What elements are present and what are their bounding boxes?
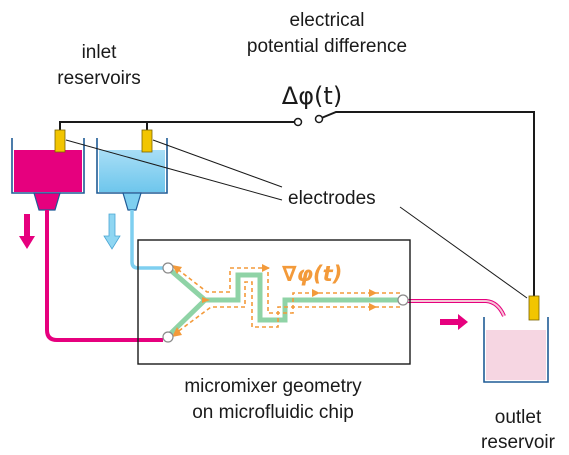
arrowhead-top-turn xyxy=(262,264,270,272)
inlet-reservoir-blue xyxy=(96,129,168,211)
outlet-tube xyxy=(407,299,506,317)
leader-blue xyxy=(152,139,283,188)
port-outlet xyxy=(397,294,409,306)
outlet-tube-highlight xyxy=(407,300,505,317)
potential-title-line2: potential difference xyxy=(247,36,407,57)
magenta-tube xyxy=(45,210,163,342)
arrowhead-outlet-upper xyxy=(369,289,377,297)
leader-outlet xyxy=(399,206,528,299)
potential-title-line1: electrical xyxy=(290,10,365,31)
blue-liquid xyxy=(99,150,165,192)
gradient-symbol: ∇φ(t) xyxy=(282,262,342,286)
mixer-channel xyxy=(205,272,402,323)
gradient-lower-path xyxy=(175,281,400,334)
arrowhead-upper-inlet xyxy=(172,265,182,274)
chip-label-line1: micromixer geometry xyxy=(184,376,362,397)
electrodes-label: electrodes xyxy=(288,188,376,209)
microfluidic-chip xyxy=(137,239,411,365)
inlet-label-line1: inlet xyxy=(82,42,118,63)
outlet-liquid xyxy=(486,330,546,380)
magenta-flow-arrow xyxy=(19,214,35,249)
switch-terminal-left xyxy=(293,117,303,127)
potential-difference-symbol: Δφ(t) xyxy=(282,82,342,110)
switch-terminal-right xyxy=(314,114,324,124)
outlet-label-line1: outlet xyxy=(495,407,542,428)
electrode-leader-lines xyxy=(65,139,528,299)
port-inlet-blue xyxy=(162,262,174,274)
electrode-blue xyxy=(141,129,153,153)
outlet-label-line2: reservoir xyxy=(481,432,556,453)
arrowhead-mid-upper xyxy=(312,289,320,297)
gradient-arrowheads xyxy=(172,264,377,337)
inlet-label-line2: reservoirs xyxy=(57,68,140,89)
arrowhead-outlet-lower xyxy=(369,303,377,311)
leader-magenta xyxy=(65,139,283,201)
blue-tube xyxy=(130,210,165,270)
circuit-wires xyxy=(59,111,535,296)
outlet-flow-arrow xyxy=(440,314,468,330)
magenta-nozzle xyxy=(33,192,61,211)
blue-nozzle xyxy=(122,192,142,211)
wire-right xyxy=(318,111,535,296)
arrowhead-center xyxy=(202,297,210,303)
port-inlet-magenta xyxy=(162,331,174,343)
chip-ports xyxy=(162,262,409,343)
chip-label-line2: on microfluidic chip xyxy=(192,402,354,423)
switch-terminals xyxy=(293,114,324,127)
blue-flow-arrow xyxy=(103,213,121,250)
inlet-reservoir-magenta xyxy=(11,129,85,211)
arrowhead-lower-inlet xyxy=(172,327,182,337)
outlet-reservoir xyxy=(483,295,549,383)
wire-left xyxy=(59,121,298,130)
electrode-magenta xyxy=(54,129,66,153)
electrode-outlet xyxy=(528,295,540,321)
magenta-liquid xyxy=(14,150,82,192)
